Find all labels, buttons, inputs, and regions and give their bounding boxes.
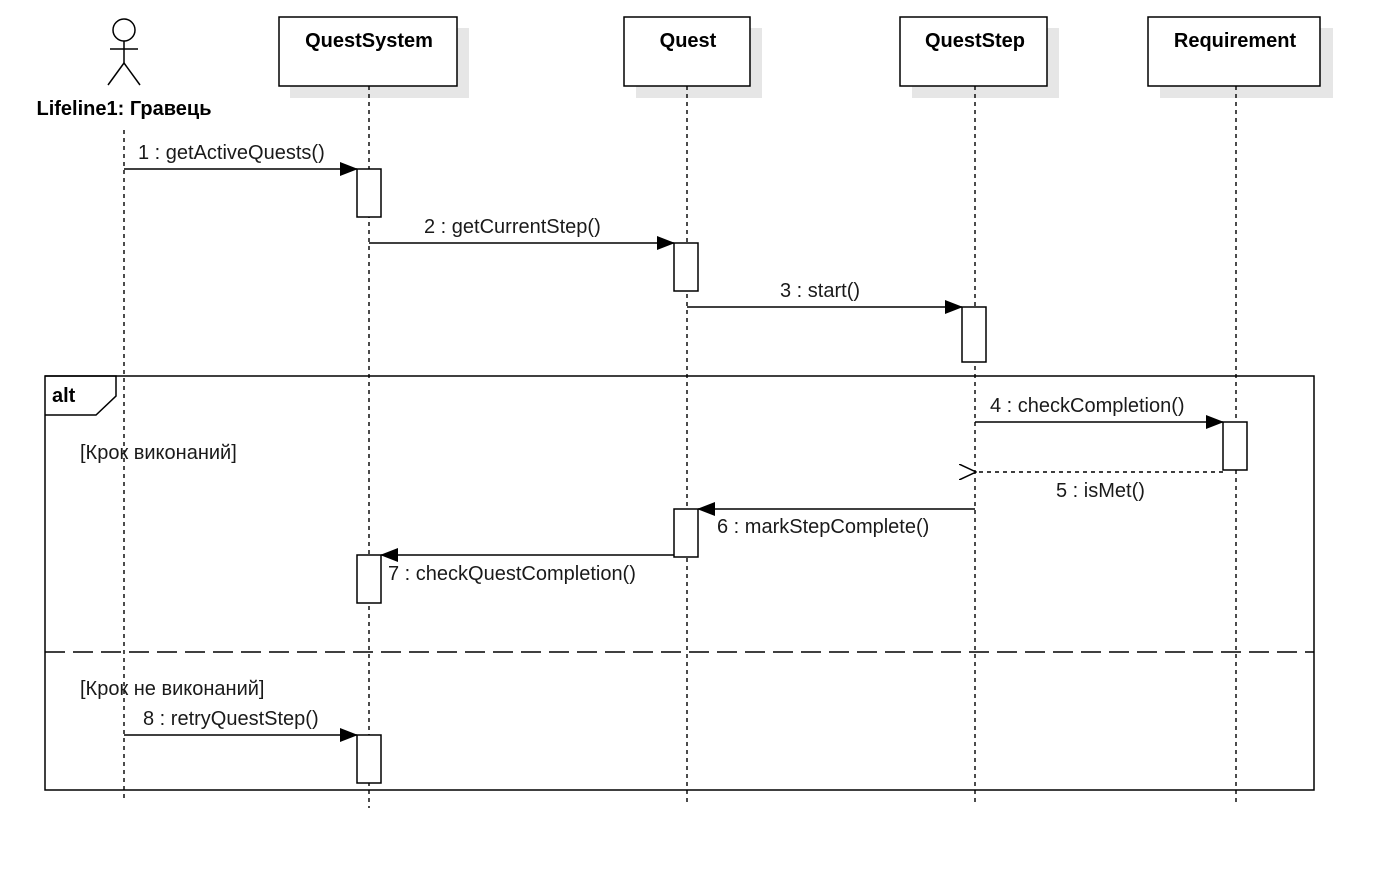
message-6: 6 : markStepComplete() <box>697 502 975 538</box>
guard-label: [Крок не виконаний] <box>80 678 265 700</box>
alt-operator-tab <box>45 375 117 416</box>
guard-label: [Крок виконаний] <box>80 442 237 464</box>
participant-queststep: QuestStep <box>899 16 1059 98</box>
alt-fragment: alt [Крок виконаний] [Крок не виконаний] <box>44 375 1315 791</box>
message-label: 2 : getCurrentStep() <box>424 216 601 238</box>
participant-label: QuestSystem <box>305 30 433 52</box>
actor-lifeline1: Lifeline1: Гравець <box>36 18 212 120</box>
message-label: 4 : checkCompletion() <box>990 395 1185 417</box>
participant-requirement: Requirement <box>1147 16 1333 98</box>
message-label: 8 : retryQuestStep() <box>143 708 319 730</box>
message-3: 3 : start() <box>687 280 963 314</box>
message-1: 1 : getActiveQuests() <box>124 142 358 176</box>
message-label: 7 : checkQuestCompletion() <box>388 563 636 585</box>
message-8: 8 : retryQuestStep() <box>124 708 358 742</box>
stick-figure-icon <box>107 18 141 86</box>
message-7: 7 : checkQuestCompletion() <box>380 548 674 585</box>
message-4: 4 : checkCompletion() <box>975 395 1224 429</box>
participant-questsystem: QuestSystem <box>278 16 469 98</box>
participant-quest: Quest <box>623 16 762 98</box>
message-label: 6 : markStepComplete() <box>717 516 929 538</box>
activation-bar <box>673 508 699 558</box>
activation-bar <box>673 242 699 292</box>
activation-bar <box>961 306 987 363</box>
participant-label: QuestStep <box>925 30 1025 52</box>
message-label: 3 : start() <box>780 280 860 302</box>
activation-bar <box>356 554 382 604</box>
alt-operator-label: alt <box>52 385 76 407</box>
activation-bar <box>1222 421 1248 471</box>
message-label: 1 : getActiveQuests() <box>138 142 325 164</box>
participant-label: Quest <box>660 30 717 52</box>
actor-label: Lifeline1: Гравець <box>36 98 211 120</box>
message-5-reply: 5 : isMet() <box>976 472 1223 502</box>
message-label: 5 : isMet() <box>1056 480 1145 502</box>
message-2: 2 : getCurrentStep() <box>369 216 675 250</box>
participant-label: Requirement <box>1174 30 1297 52</box>
activation-bar <box>356 168 382 218</box>
activation-bar <box>356 734 382 784</box>
